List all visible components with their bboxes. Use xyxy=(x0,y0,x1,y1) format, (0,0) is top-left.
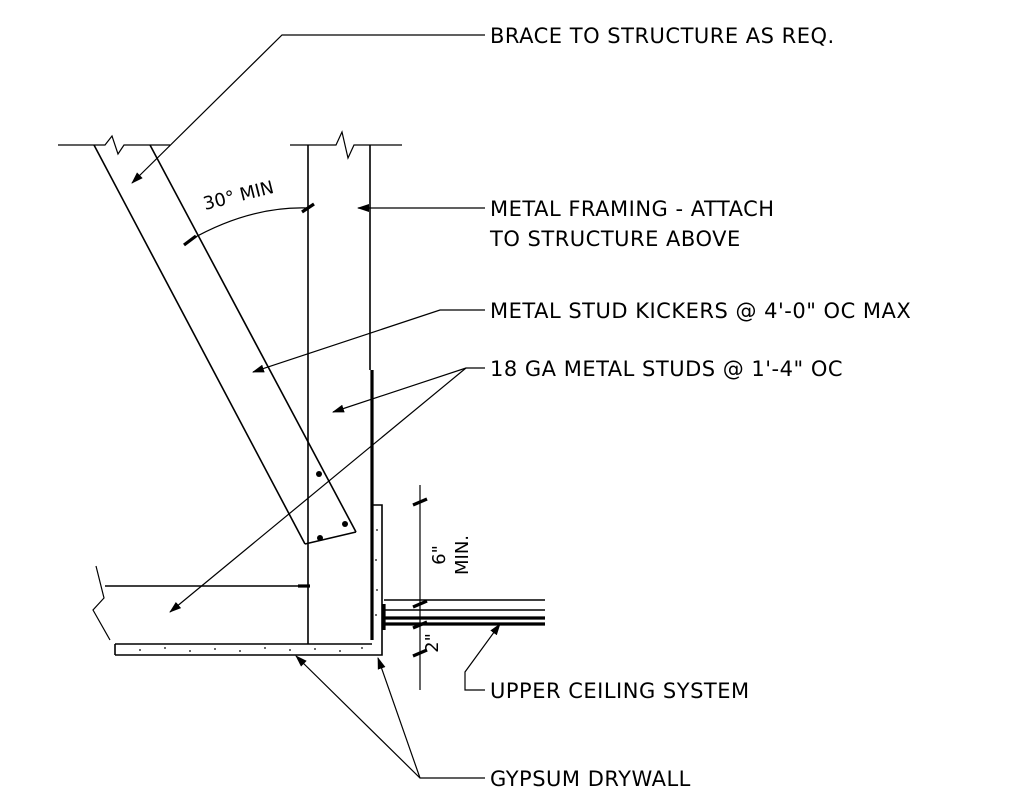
label-ceiling: UPPER CEILING SYSTEM xyxy=(490,679,750,703)
label-drywall: GYPSUM DRYWALL xyxy=(490,767,691,791)
fastener-screws xyxy=(316,471,348,541)
label-kickers: METAL STUD KICKERS @ 4'-0" OC MAX xyxy=(490,299,911,323)
label-brace: BRACE TO STRUCTURE AS REQ. xyxy=(490,24,835,48)
vertical-dimension-lines xyxy=(412,485,428,690)
angle-dimension xyxy=(183,202,315,247)
dimension-six-value: 6" xyxy=(429,545,450,565)
upper-ceiling-system xyxy=(382,599,545,630)
leader-lines xyxy=(131,34,501,779)
dimension-two-value: 2" xyxy=(422,633,443,653)
label-studs: 18 GA METAL STUDS @ 1'-4" OC xyxy=(490,357,843,381)
label-framing-line2: TO STRUCTURE ABOVE xyxy=(489,227,741,251)
gypsum-drywall-assembly xyxy=(114,504,383,656)
diagonal-brace xyxy=(58,134,357,545)
label-framing-line1: METAL FRAMING - ATTACH xyxy=(490,197,775,221)
dimension-six-min: MIN. xyxy=(452,535,473,575)
horizontal-ceiling-framing xyxy=(92,565,310,641)
dimension-angle: 30° MIN xyxy=(201,177,276,215)
